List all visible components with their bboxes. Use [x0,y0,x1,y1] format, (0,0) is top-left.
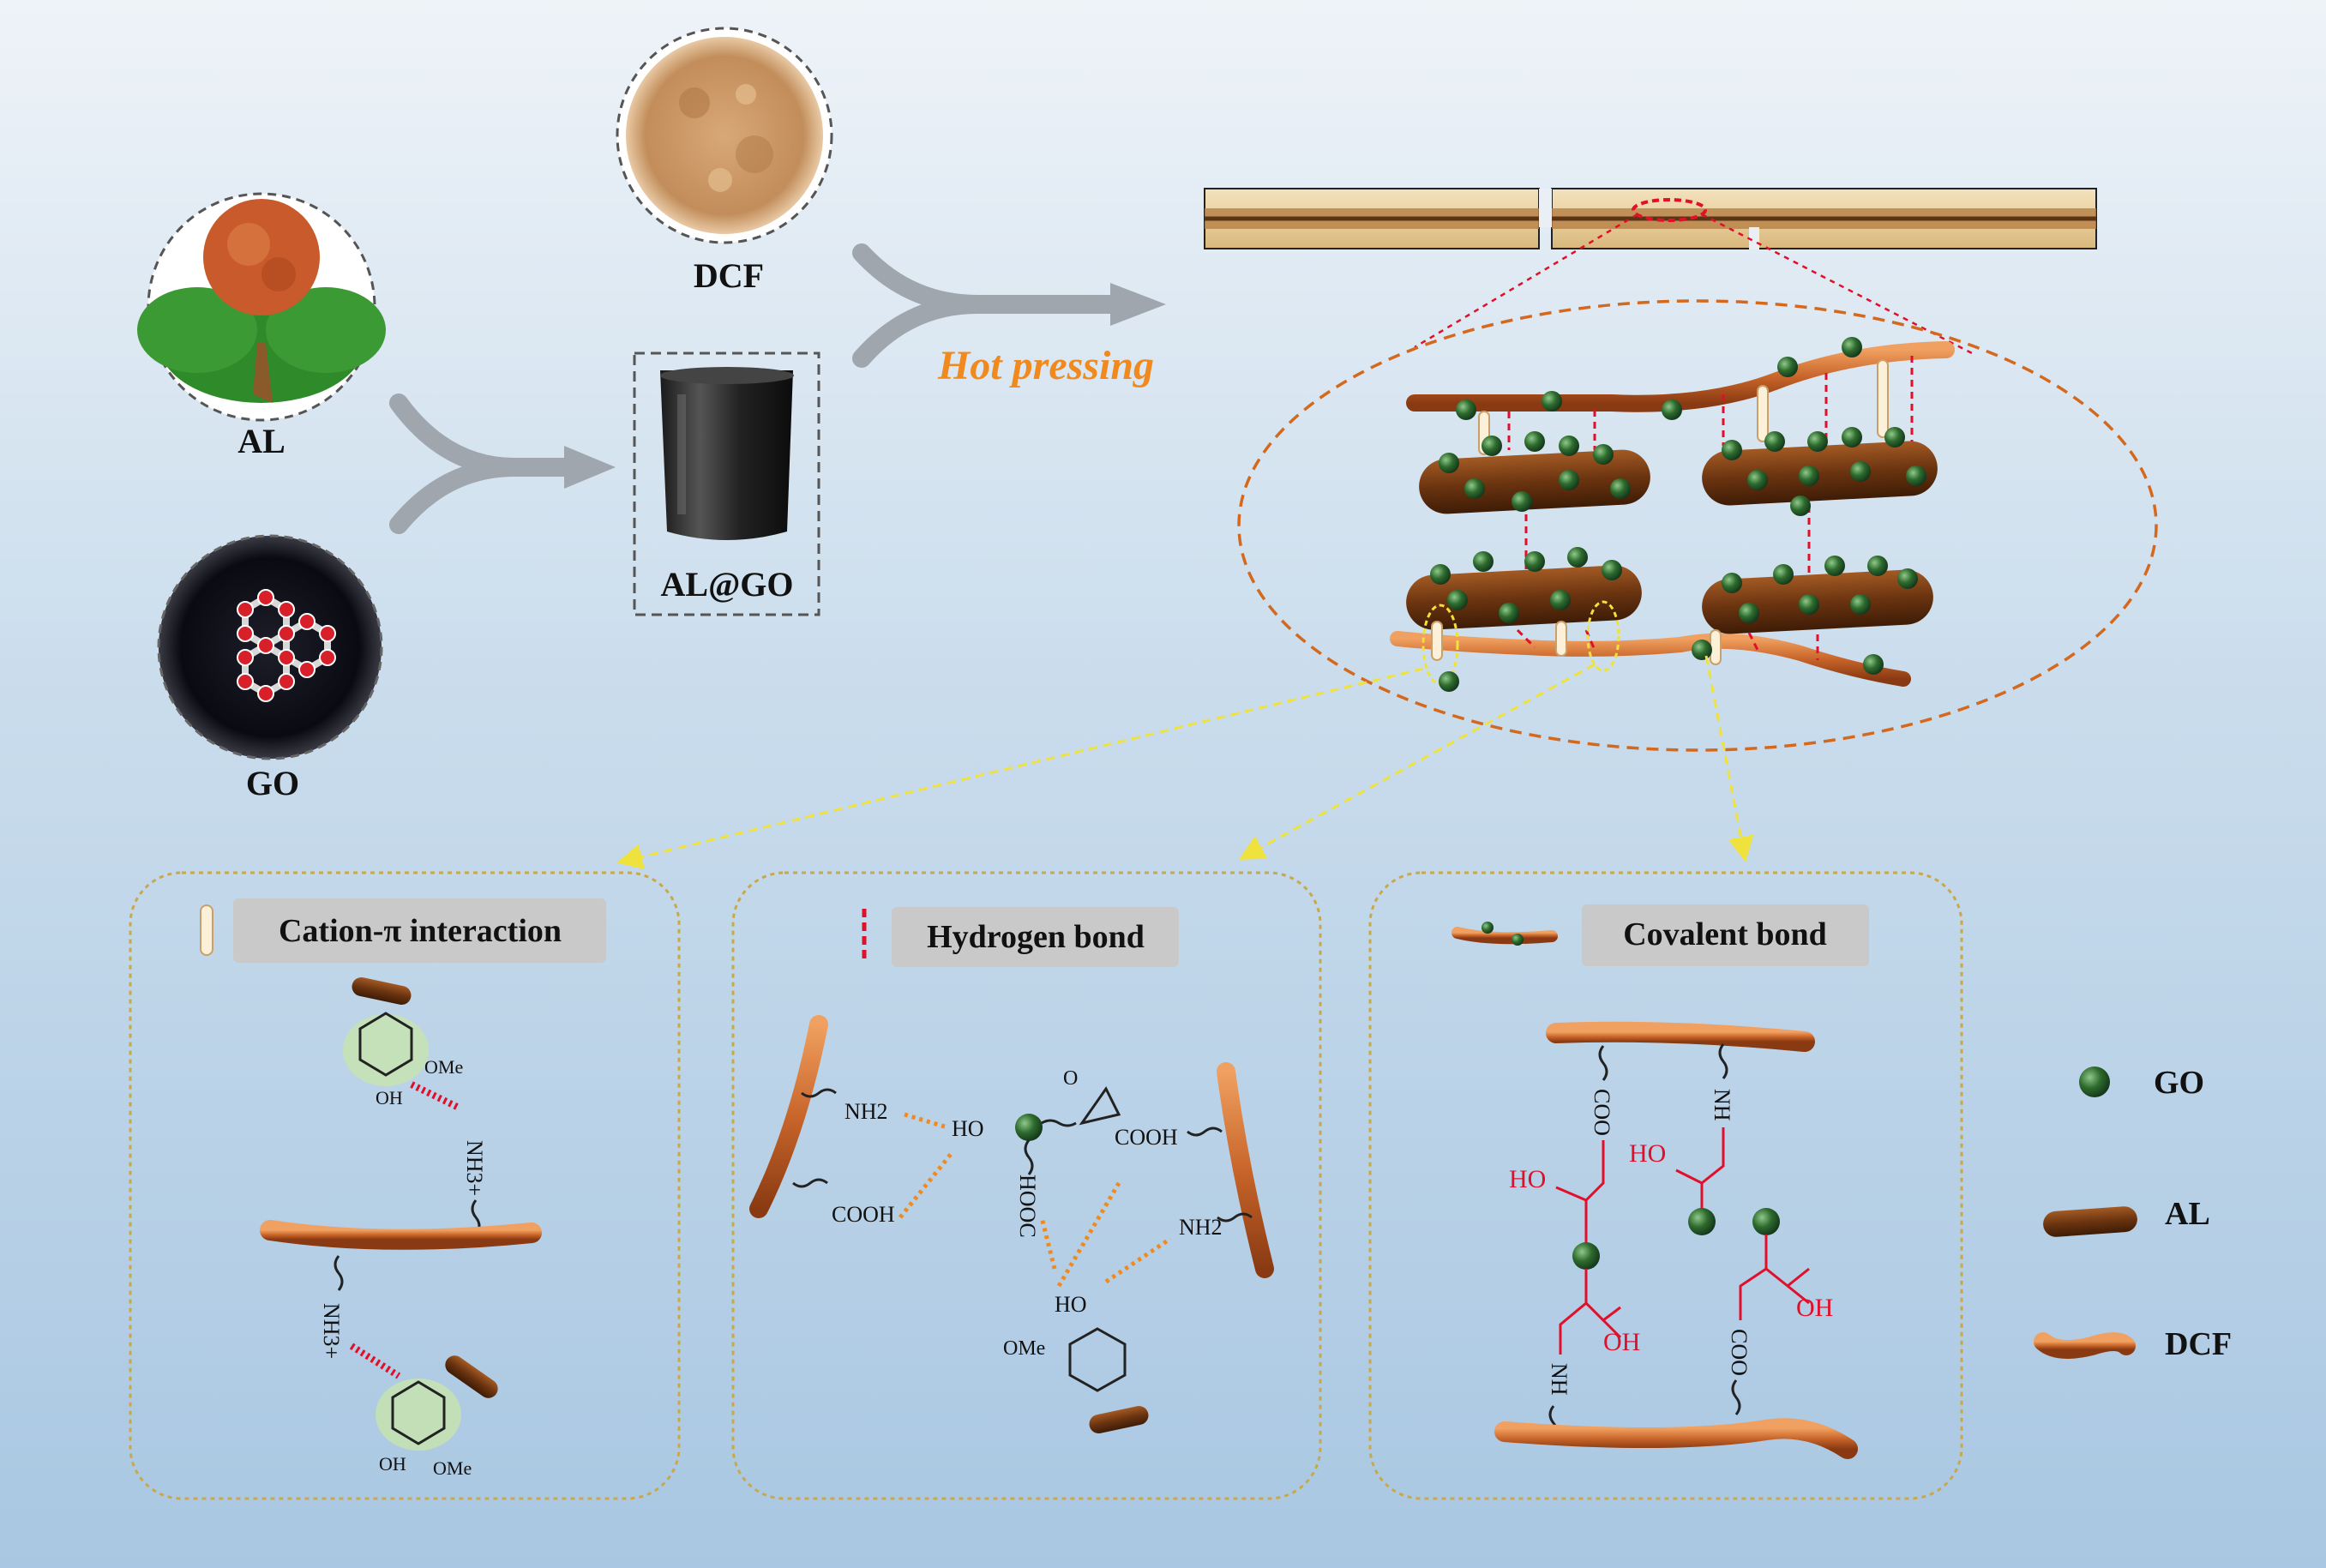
legend-dcf-icon [2034,1332,2136,1359]
merge-arrow-1 [389,394,616,534]
panel-cation: Cation-π interaction OMe OH NH3+ NH3+ OH… [129,871,681,1500]
panel-covalent: Covalent bond COO NH HO OH NH HO OH COO [1368,871,1963,1500]
legend-go-label: GO [2154,1065,2204,1101]
zoom-lines [1414,213,1973,355]
zoom-ellipse [1237,299,2158,752]
hbond-nh2b: NH2 [1179,1215,1223,1240]
cov-oh2: OH [1796,1294,1833,1322]
hbond-cooh1: COOH [832,1202,895,1227]
cov-nh2: NH [1547,1363,1572,1396]
hbond-ho2: HO [1055,1292,1087,1317]
cov-coo1: COO [1590,1089,1614,1136]
cation-ome1: OMe [424,1056,463,1078]
go-label: GO [246,764,299,802]
pointer-arrows [616,655,1754,869]
al-material [137,192,386,422]
cation-oh1: OH [376,1087,403,1108]
cov-nh1: NH [1710,1089,1734,1121]
hot-pressing-label: Hot pressing [937,343,1154,388]
cation-panel-title: Cation-π interaction [279,913,562,949]
legend-go-icon [2079,1066,2110,1097]
legend-dcf-label: DCF [2165,1326,2232,1362]
covalent-panel-title: Covalent bond [1623,916,1827,952]
cov-coo2: COO [1727,1329,1752,1376]
dcf-material [616,27,833,244]
cation-nh3b: NH3+ [319,1303,344,1359]
hbond-o: O [1063,1067,1078,1090]
covalent-legend-icon [1451,922,1558,946]
hbond-ho1: HO [952,1116,984,1141]
cov-oh1: OH [1603,1328,1640,1356]
cation-nh3a: NH3+ [462,1140,487,1196]
merge-arrow-2 [852,243,1166,368]
cov-ho2: HO [1629,1139,1666,1168]
hbond-cooh2: COOH [1115,1125,1178,1150]
hbond-hooc: HOOC [1015,1174,1040,1238]
hydrogen-panel-title: Hydrogen bond [927,919,1145,955]
hbond-ome: OMe [1003,1337,1045,1360]
cation-legend-icon [200,904,213,956]
cation-oh2: OH [379,1453,406,1475]
algo-beaker [633,351,820,616]
cov-ho1: HO [1509,1165,1546,1193]
algo-label: AL@GO [661,565,794,604]
microstructure [1390,337,1955,692]
legend-al-icon [2043,1206,2137,1237]
panel-hydrogen: Hydrogen bond NH2 COOH HO O HOOC COOH NH… [731,871,1322,1500]
legend-al-label: AL [2165,1196,2210,1232]
al-label: AL [237,422,285,460]
cation-ome2: OMe [433,1457,472,1479]
plywood-boards [1204,188,2097,249]
hbond-nh2a: NH2 [844,1099,888,1124]
go-material [157,534,383,760]
dcf-label: DCF [694,256,764,295]
legend: GO AL DCF [2034,1065,2232,1362]
